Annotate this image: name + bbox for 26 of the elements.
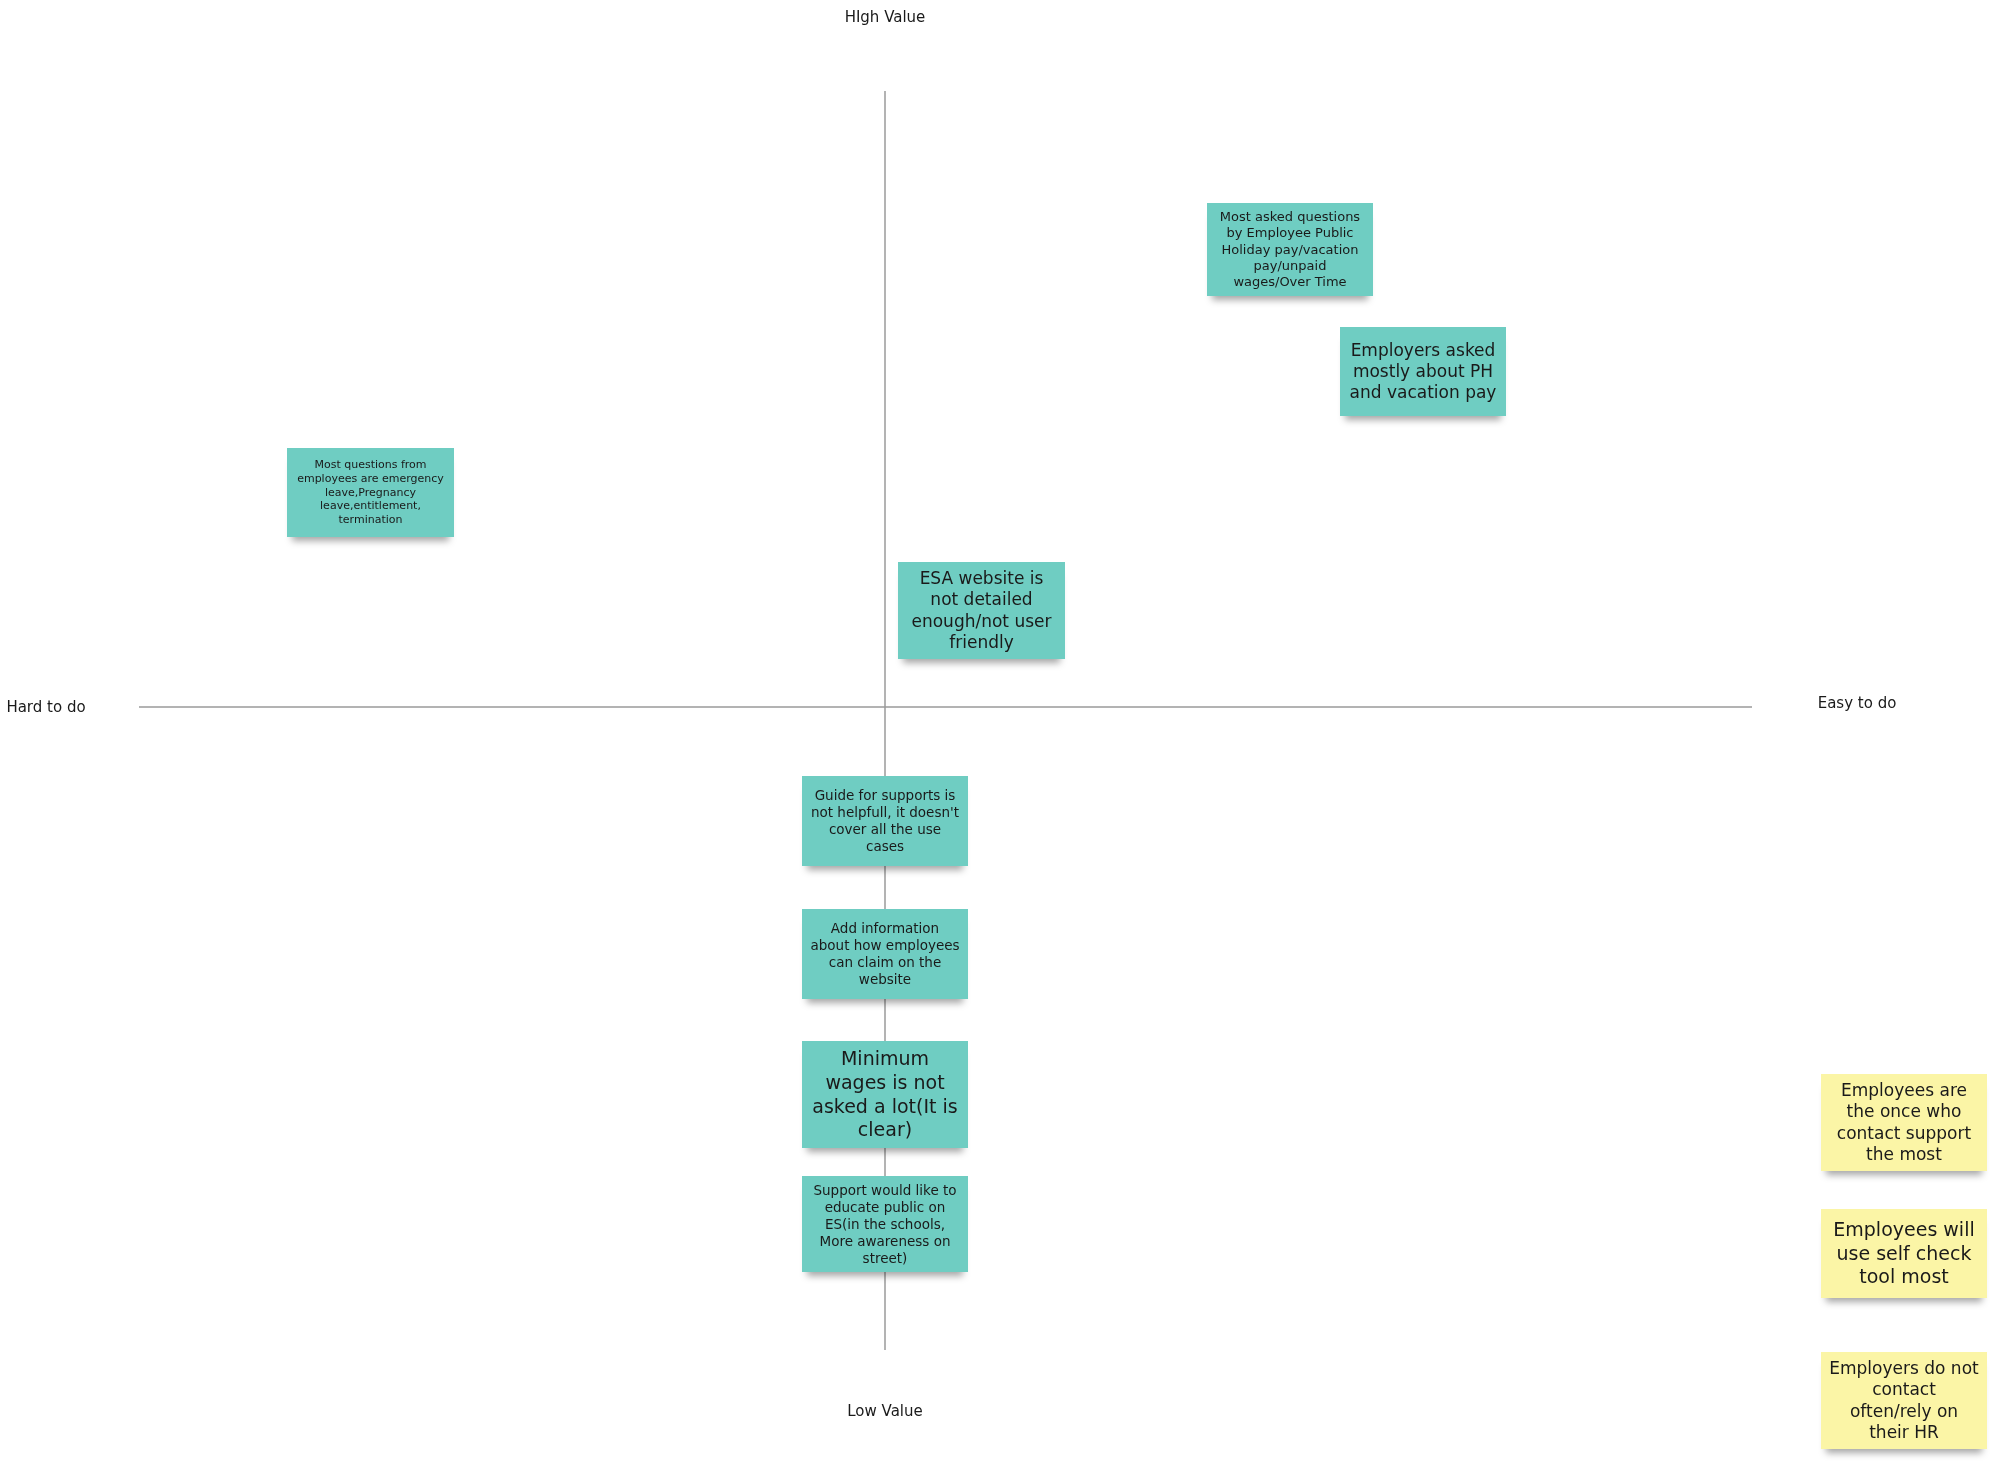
axis-label: Hard to do	[6, 698, 86, 716]
note-text: Employers do not contact often/rely on their HR	[1829, 1358, 1979, 1443]
note-text: Employees are the once who contact support the most	[1835, 1080, 1973, 1165]
sticky-note	[802, 1176, 968, 1273]
note-text: Most asked questions by Employee Public Holiday pay/vacation pay/unpaid wages/Over Time	[1218, 209, 1362, 291]
sticky-note	[802, 909, 968, 999]
sticky-note	[802, 776, 968, 866]
note-text: Most questions from employees are emergency leave,Pregnancy leave,entitlement, termination	[296, 458, 445, 527]
note-text: Minimum wages is not asked a lot(It is clear)	[811, 1047, 959, 1142]
note-text: Add information about how employees can claim on the website	[810, 920, 960, 988]
sticky-note	[287, 448, 454, 537]
note-text: Employers asked mostly about PH and vacation pay	[1348, 339, 1498, 404]
sticky-note	[1821, 1352, 1987, 1449]
axis-label: HIgh Value	[844, 8, 926, 26]
axis-label: Low Value	[847, 1402, 923, 1420]
note-text: Employees will use self check tool most	[1832, 1217, 1976, 1290]
sticky-note	[1821, 1074, 1987, 1171]
sticky-note	[1340, 327, 1506, 416]
axis-label: Easy to do	[1817, 694, 1897, 712]
sticky-note	[802, 1041, 968, 1148]
sticky-note	[1207, 203, 1373, 297]
note-text: Guide for supports is not helpfull, it doesn't cover all the use cases	[810, 787, 960, 855]
note-text: Support would like to educate public on ES(in the schools, More awareness on street)	[812, 1182, 958, 1267]
sticky-note	[898, 562, 1065, 659]
note-text: ESA website is not detailed enough/not user friendly	[910, 568, 1053, 653]
sticky-note	[1821, 1209, 1987, 1298]
